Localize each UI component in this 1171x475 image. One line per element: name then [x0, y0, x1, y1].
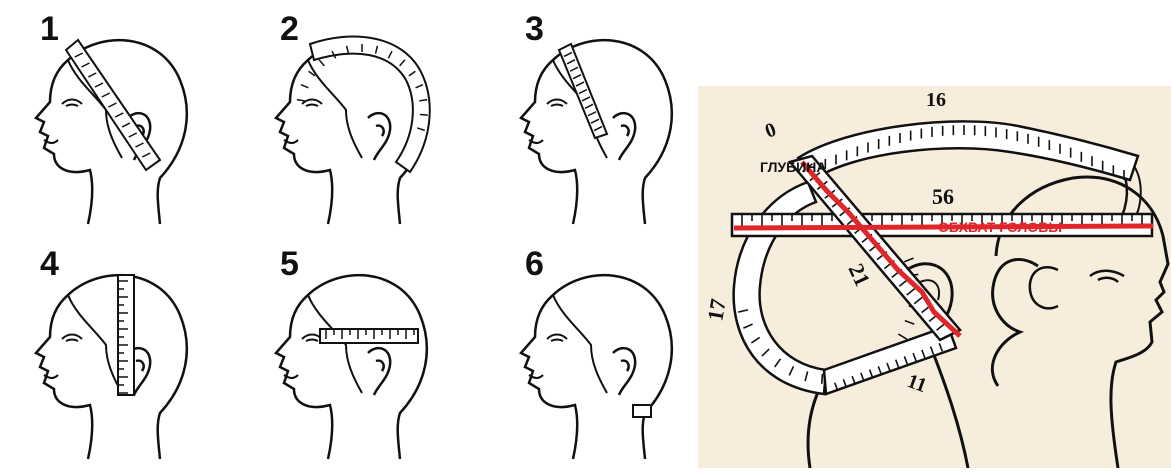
measuring-tape — [310, 37, 430, 172]
head-sketch-5: 5 — [250, 245, 490, 475]
eye — [302, 100, 322, 107]
diagram-canvas: 16 0 ГЛУБИНА 56 ОБХВАТ ГОЛОВЫ 21 17 11 — [698, 86, 1171, 468]
depth-label: ГЛУБИНА — [760, 159, 826, 175]
circumference-label: ОБХВАТ ГОЛОВЫ — [938, 219, 1062, 235]
measure-zero-label: 0 — [762, 119, 779, 143]
head-sketch-1: 1 — [10, 10, 250, 240]
head-drawing — [250, 10, 470, 230]
ear — [368, 113, 390, 160]
hairline — [308, 60, 362, 158]
head-outline — [276, 275, 427, 459]
head-sketch-4: 4 — [10, 245, 250, 475]
eye — [62, 335, 82, 342]
head-drawing — [10, 10, 230, 230]
ear — [368, 348, 390, 395]
head-outline — [521, 275, 672, 459]
eye — [1090, 271, 1124, 282]
measure-circumference-label: 56 — [932, 184, 954, 209]
eye — [547, 100, 567, 107]
eye — [547, 335, 567, 342]
measure-left-label: 17 — [702, 297, 730, 323]
head-outline — [36, 40, 187, 224]
hairline — [68, 295, 122, 393]
hairline — [553, 295, 607, 393]
eye — [62, 100, 82, 107]
head-sketch-2: 2 — [250, 10, 490, 240]
measure-bottom-label: 11 — [904, 370, 929, 397]
head-drawing — [495, 10, 715, 230]
measure-top-label: 16 — [926, 89, 946, 111]
ear — [613, 348, 635, 395]
head-drawing — [10, 245, 230, 465]
measuring-tape — [633, 405, 651, 417]
ear — [613, 113, 635, 160]
head-measurement-diagram: 16 0 ГЛУБИНА 56 ОБХВАТ ГОЛОВЫ 21 17 11 — [698, 86, 1171, 468]
head-drawing — [250, 245, 470, 465]
tape-top-arc — [798, 121, 1138, 182]
head-drawing — [495, 245, 715, 465]
head-outline — [36, 275, 187, 459]
measure-diagonal-label: 21 — [843, 260, 875, 291]
